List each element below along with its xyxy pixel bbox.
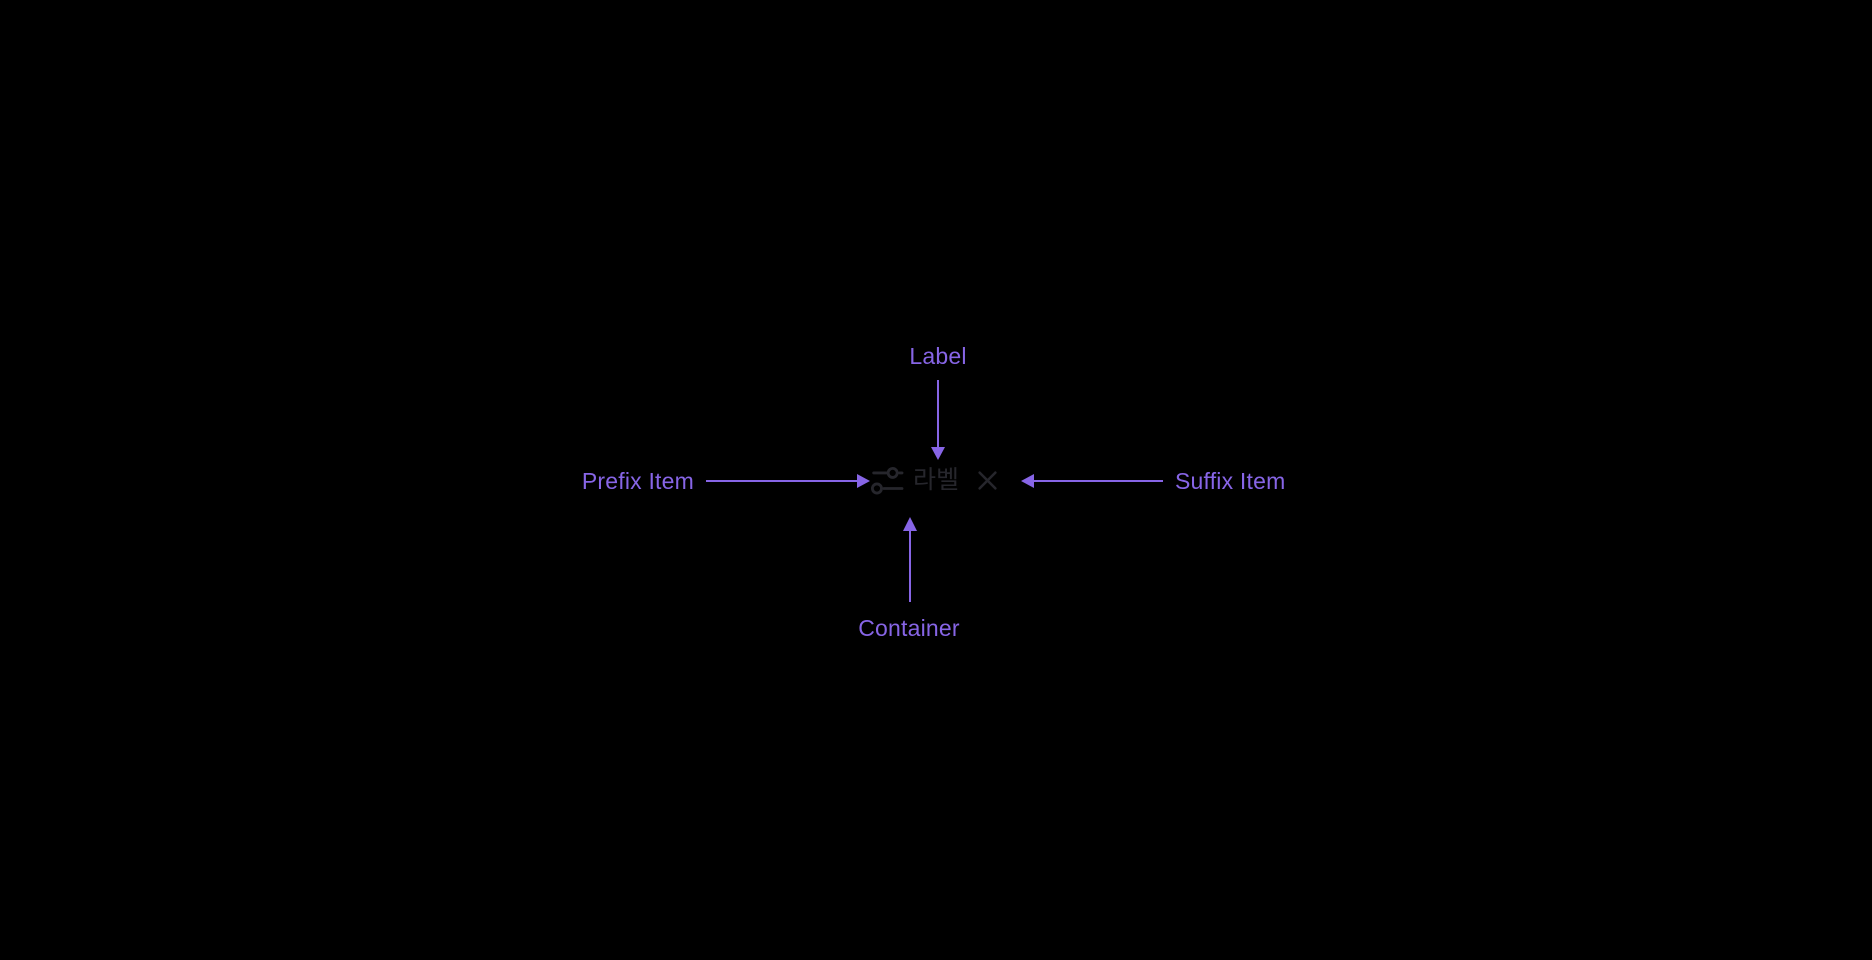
container-arrow xyxy=(903,517,917,602)
sliders-icon xyxy=(870,466,904,495)
prefix-item-arrow xyxy=(706,474,870,488)
annotation-container: Container xyxy=(858,615,960,641)
annotation-suffix-item: Suffix Item xyxy=(1175,468,1286,494)
close-icon[interactable] xyxy=(974,467,1001,494)
suffix-item-arrow xyxy=(1021,474,1163,488)
chip[interactable]: 라벨 xyxy=(870,459,1001,501)
label-arrow xyxy=(931,380,945,460)
chip-label: 라벨 xyxy=(913,465,960,494)
annotation-prefix-item: Prefix Item xyxy=(581,468,694,494)
annotation-label: Label xyxy=(909,343,967,369)
